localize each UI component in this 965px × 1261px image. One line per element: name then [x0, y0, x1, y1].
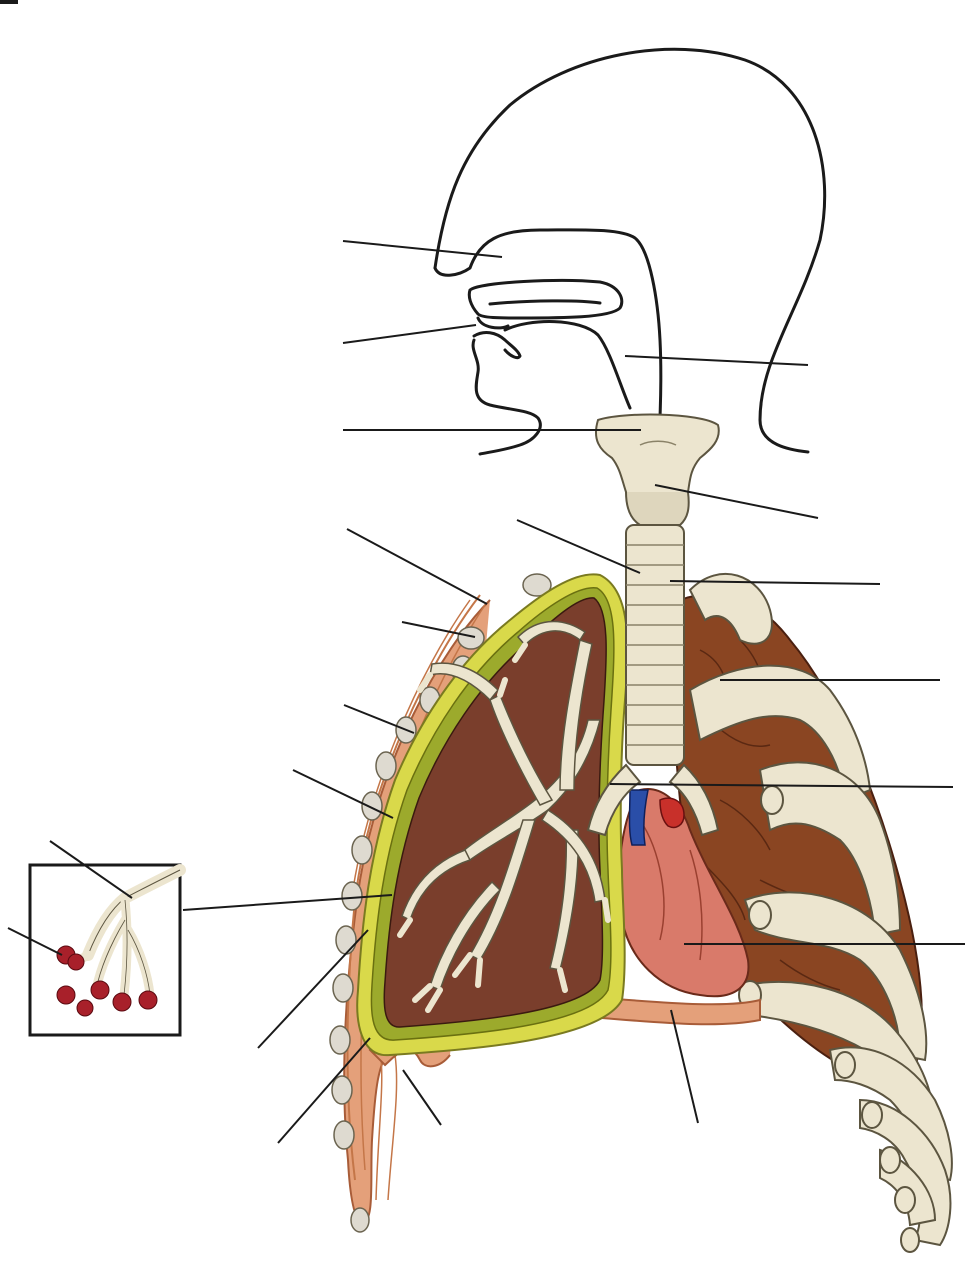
- larynx: [596, 415, 719, 525]
- head-outline: [435, 49, 825, 452]
- leader-line-trachea: [517, 520, 640, 573]
- leader-line-diaphragm: [671, 1010, 698, 1123]
- leader-line-nasal-cavity: [343, 241, 502, 257]
- corner-mark: [0, 0, 18, 4]
- leader-line-pharynx: [625, 356, 808, 365]
- leader-line-nostril: [343, 325, 476, 343]
- nasal-cavity-outline: [469, 280, 622, 318]
- leader-line-rib: [347, 529, 487, 604]
- leader-line-abdominal-muscle: [403, 1070, 441, 1125]
